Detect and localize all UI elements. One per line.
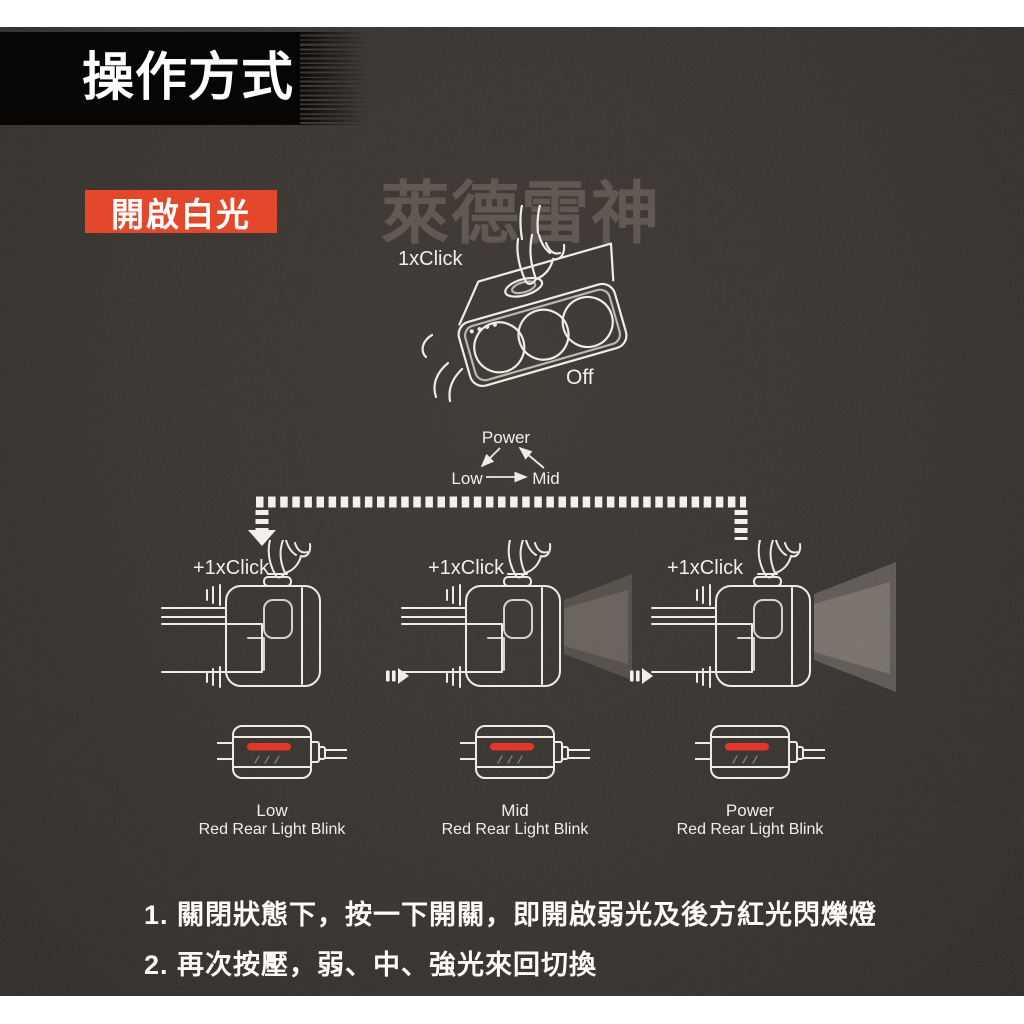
cycle-mid-label: Mid [532,469,560,488]
rear-light-icon [217,725,347,779]
beam-cone-mid [564,574,632,680]
section-badge: 開啟白光 [85,190,277,233]
background-noise-texture [0,27,1024,996]
side-light-mid-illustration [401,540,632,688]
dashed-cycle-arrow [248,496,748,546]
poster-background [0,27,1024,996]
step2-mode-label: Mid [501,801,529,820]
instruction-line-1: 1. 關閉狀態下，按一下開關，即開啟弱光及後方紅光閃爍燈 [144,900,878,930]
indicator-dots-icon [469,322,497,334]
cycle-power-label: Power [481,428,531,447]
title-banner [0,32,300,125]
hand-press-icon [516,205,566,286]
rear-light-icon [460,725,590,779]
beam-cone-mid-inner [564,590,628,664]
banner-brush-edge [298,32,368,125]
step2-rear-label: Red Rear Light Blink [441,821,589,838]
step2-click-label: +1xClick [428,557,505,579]
page-title: 操作方式 [82,49,295,107]
step1-click-label: +1xClick [193,557,270,579]
side-light-power-illustration [651,540,896,692]
mode-cycle-arrows [480,446,545,483]
step1-mode-label: Low [256,801,288,820]
off-click-label: 1xClick [398,248,463,270]
off-state-label: Off [566,366,594,389]
front-light-illustration [421,205,628,403]
cycle-low-label: Low [451,469,483,488]
step1-rear-label: Red Rear Light Blink [198,821,346,838]
instruction-line-2: 2. 再次按壓，弱、中、強光來回切換 [144,950,598,980]
step3-click-label: +1xClick [667,557,744,579]
down-arrowhead-icon [248,530,276,546]
mount-strap-lines [421,333,464,403]
beam-cone-power-inner [814,582,890,674]
step3-mode-label: Power [725,801,775,820]
beam-cone-power [814,562,896,692]
rear-light-icon [695,725,825,779]
side-light-low-illustration [161,540,321,688]
step3-rear-label: Red Rear Light Blink [676,821,824,838]
